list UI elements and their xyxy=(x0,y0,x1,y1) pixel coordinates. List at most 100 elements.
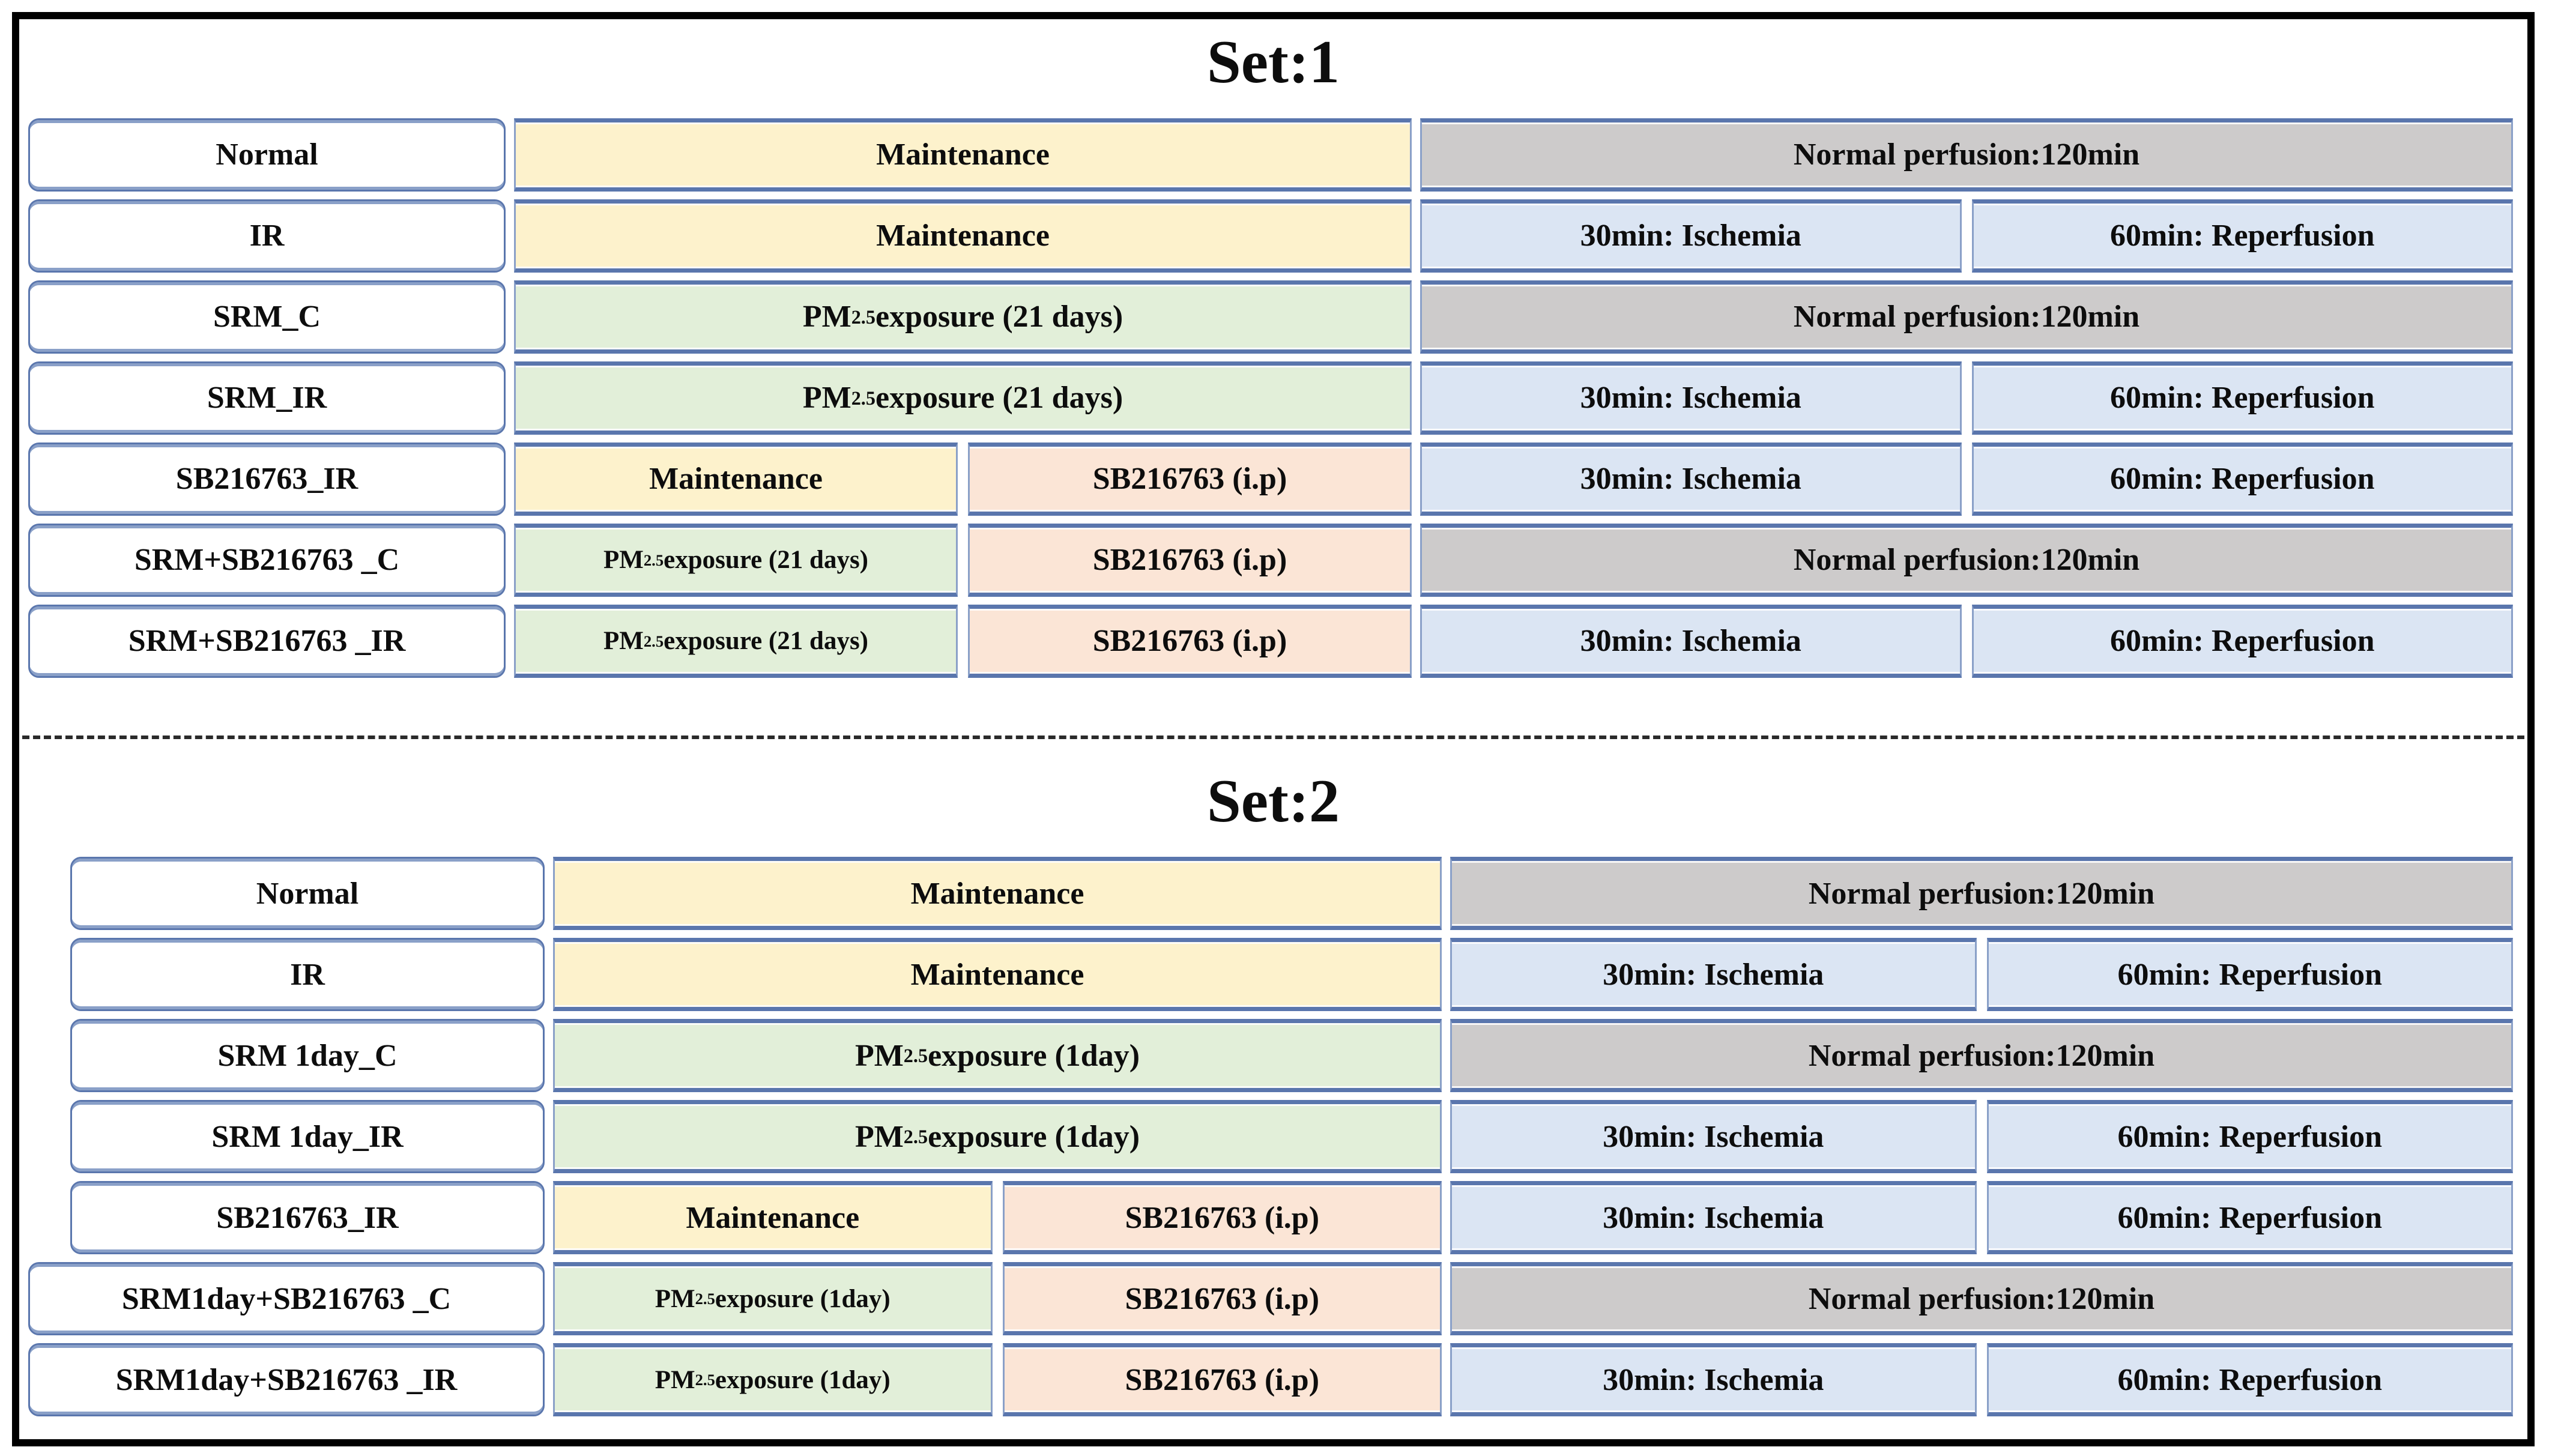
cell-text: SRM 1day_IR xyxy=(211,1119,404,1154)
outcome-phase-column: Normal perfusion:120min xyxy=(1420,280,2513,354)
group-label-column: SRM_IR xyxy=(28,361,506,435)
cell-text: Normal perfusion:120min xyxy=(1808,1038,2155,1073)
phase-cell-ir: 60min: Reperfusion xyxy=(1986,1100,2513,1174)
cell-text: SB216763 (i.p) xyxy=(1092,462,1287,497)
phase-cell-ir: 60min: Reperfusion xyxy=(1971,361,2513,435)
phase-cell-maintenance: Maintenance xyxy=(514,199,1412,273)
group-label-column: SB216763_IR xyxy=(28,442,506,516)
phase-cell-ir: 30min: Ischemia xyxy=(1450,1181,1977,1255)
cell-text: SRM_IR xyxy=(207,381,327,415)
cell-text: SRM1day+SB216763 _IR xyxy=(115,1362,458,1397)
cell-text: Normal perfusion:120min xyxy=(1808,1281,2155,1316)
cell-text: PM xyxy=(854,1119,904,1154)
cell-text: Normal xyxy=(256,876,359,911)
cell-text: exposure (21 days) xyxy=(875,300,1123,334)
cell-text: 30min: Ischemia xyxy=(1603,957,1824,992)
cell-text: Normal perfusion:120min xyxy=(1793,543,2140,578)
group-label-box: SRM_C xyxy=(28,280,506,354)
phase-cell-perfusion: Normal perfusion:120min xyxy=(1420,280,2513,354)
cell-text: SRM+SB216763 _C xyxy=(134,543,400,578)
cell-text: 60min: Reperfusion xyxy=(2109,381,2375,415)
cell-text: PM xyxy=(655,1365,695,1394)
cell-text: PM xyxy=(603,546,644,575)
group-label-box: Normal xyxy=(28,118,506,192)
cell-text: 60min: Reperfusion xyxy=(2109,624,2375,659)
outcome-phase-column: 30min: Ischemia 60min: Reperfusion xyxy=(1420,199,2513,273)
cell-text: PM xyxy=(655,1284,695,1313)
cell-text: IR xyxy=(249,219,285,253)
cell-text: 30min: Ischemia xyxy=(1580,462,1801,497)
group-label-column: Normal xyxy=(28,857,545,931)
cell-text: Normal perfusion:120min xyxy=(1808,876,2155,911)
cell-text: SRM1day+SB216763 _C xyxy=(121,1281,452,1316)
cell-text: 30min: Ischemia xyxy=(1603,1362,1824,1397)
prep-phase-column: Maintenance xyxy=(514,118,1412,192)
phase-cell-ir: 30min: Ischemia xyxy=(1420,199,1962,273)
cell-text: Maintenance xyxy=(649,462,823,497)
phase-cell-ir: 30min: Ischemia xyxy=(1450,938,1977,1012)
phase-cell-perfusion: Normal perfusion:120min xyxy=(1450,1262,2513,1336)
cell-text: SRM_C xyxy=(213,300,321,334)
cell-text: Maintenance xyxy=(876,219,1050,253)
phase-cell-ir: 30min: Ischemia xyxy=(1420,604,1962,678)
group-label-column: SRM1day+SB216763 _IR xyxy=(28,1343,545,1417)
group-label-column: SRM 1day_C xyxy=(28,1019,545,1093)
group-label-box: SRM+SB216763 _C xyxy=(28,523,506,597)
cell-text: Maintenance xyxy=(910,876,1084,911)
phase-cell-ir: 60min: Reperfusion xyxy=(1971,442,2513,516)
group-label-column: SRM+SB216763 _IR xyxy=(28,604,506,678)
outcome-phase-column: Normal perfusion:120min xyxy=(1420,118,2513,192)
cell-text: 60min: Reperfusion xyxy=(2109,219,2375,253)
phase-cell-drug: SB216763 (i.p) xyxy=(968,604,1412,678)
cell-text: SRM 1day_C xyxy=(217,1038,398,1073)
phase-cell-ir: 60min: Reperfusion xyxy=(1971,199,2513,273)
experiment-row: Normal Maintenance Normal perfusion:120min xyxy=(28,857,2518,931)
dashed-separator xyxy=(22,735,2524,739)
cell-text: Maintenance xyxy=(910,957,1084,992)
cell-text: SB216763 (i.p) xyxy=(1092,543,1287,578)
cell-text: 60min: Reperfusion xyxy=(2117,1362,2383,1397)
outcome-phase-column: 30min: Ischemia 60min: Reperfusion xyxy=(1450,1100,2513,1174)
cell-text: 60min: Reperfusion xyxy=(2117,1200,2383,1235)
phase-cell-drug: SB216763 (i.p) xyxy=(968,442,1412,516)
outcome-phase-column: Normal perfusion:120min xyxy=(1420,523,2513,597)
cell-text: 30min: Ischemia xyxy=(1603,1119,1824,1154)
cell-text: exposure (1day) xyxy=(715,1365,890,1394)
cell-text: Maintenance xyxy=(686,1200,860,1235)
cell-text: PM xyxy=(802,381,851,415)
prep-phase-column: Maintenance xyxy=(553,938,1442,1012)
cell-text: PM xyxy=(603,627,644,656)
cell-text: 30min: Ischemia xyxy=(1580,624,1801,659)
phase-cell-ir: 30min: Ischemia xyxy=(1450,1100,1977,1174)
cell-text: SB216763_IR xyxy=(175,462,358,497)
group-label-column: SRM1day+SB216763 _C xyxy=(28,1262,545,1336)
group-label-column: SRM 1day_IR xyxy=(28,1100,545,1174)
group-label-box: Normal xyxy=(70,857,545,931)
phase-cell-maintenance: Maintenance xyxy=(514,118,1412,192)
phase-cell-drug: SB216763 (i.p) xyxy=(1002,1343,1442,1417)
set2-title: Set:2 xyxy=(1207,767,1340,835)
phase-cell-perfusion: Normal perfusion:120min xyxy=(1420,118,2513,192)
cell-text: exposure (21 days) xyxy=(664,627,869,656)
outcome-phase-column: 30min: Ischemia 60min: Reperfusion xyxy=(1450,1343,2513,1417)
cell-text: 60min: Reperfusion xyxy=(2117,1119,2383,1154)
